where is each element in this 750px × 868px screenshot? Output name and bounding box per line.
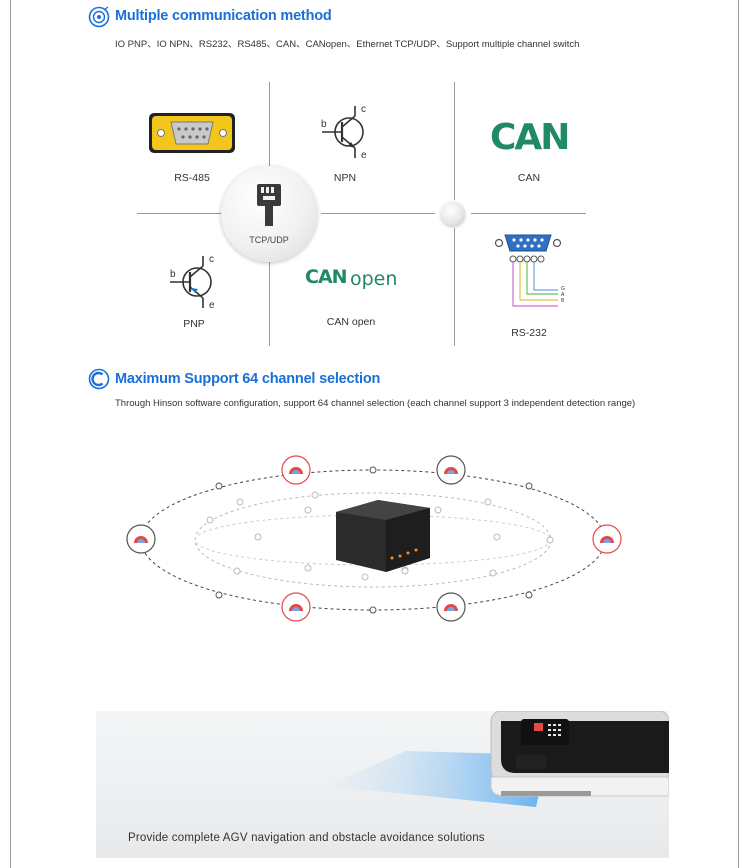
hub-label: TCP/UDP [249, 235, 289, 245]
grid-line [269, 262, 270, 346]
rs232-connector-icon [494, 234, 562, 307]
grid-line [269, 82, 270, 166]
grid-line [454, 82, 455, 200]
pnp-pin-collector: c [209, 254, 214, 265]
junction-ball [441, 202, 465, 226]
frame-right-border [738, 0, 739, 868]
rs232-wire-label-b: B [561, 298, 565, 304]
npn-pin-collector: c [361, 104, 366, 115]
channel-section-description: Through Hinson software configuration, s… [115, 398, 636, 409]
rs232-wire-label-a: A [561, 292, 565, 298]
communication-section-title: Multiple communication method [115, 8, 332, 24]
grid-line [321, 213, 435, 214]
grid-line [137, 213, 221, 214]
canopen-logo-open: open [350, 268, 398, 290]
communication-section-description: IO PNP、IO NPN、RS232、RS485、CAN、CANopen、Et… [115, 39, 580, 50]
grid-line [454, 228, 455, 346]
canopen-label: CAN open [326, 316, 376, 328]
channel-selection-icon [88, 368, 110, 390]
agv-banner: Provide complete AGV navigation and obst… [96, 711, 669, 858]
can-logo: CAN [490, 117, 570, 158]
sensor-nodes [126, 455, 622, 622]
rs232-wire-label-g: G [561, 286, 565, 292]
npn-pin-emitter: e [361, 150, 367, 161]
rs485-label: RS-485 [174, 172, 210, 184]
pnp-label: PNP [183, 318, 205, 330]
channel-section-title: Maximum Support 64 channel selection [115, 371, 381, 387]
channel-orbit-diagram [126, 455, 622, 622]
pnp-transistor-icon [170, 256, 212, 308]
agv-scene-illustration [326, 711, 669, 807]
frame-left-border [10, 0, 11, 868]
can-label: CAN [517, 172, 541, 184]
pnp-pin-emitter: e [209, 300, 215, 311]
npn-label: NPN [333, 172, 357, 184]
rs485-connector-icon [149, 113, 235, 153]
tcp-udp-hub: TCP/UDP [221, 166, 317, 262]
controller-box-image [336, 500, 430, 572]
grid-line [471, 213, 586, 214]
pnp-pin-base: b [170, 269, 176, 280]
communication-icon [88, 6, 110, 28]
canopen-logo-can: CAN [305, 266, 348, 288]
rs232-label: RS-232 [511, 327, 547, 339]
npn-transistor-icon [322, 106, 364, 158]
npn-pin-base: b [321, 119, 327, 130]
banner-caption: Provide complete AGV navigation and obst… [128, 832, 485, 844]
ethernet-plug-icon [257, 184, 281, 226]
